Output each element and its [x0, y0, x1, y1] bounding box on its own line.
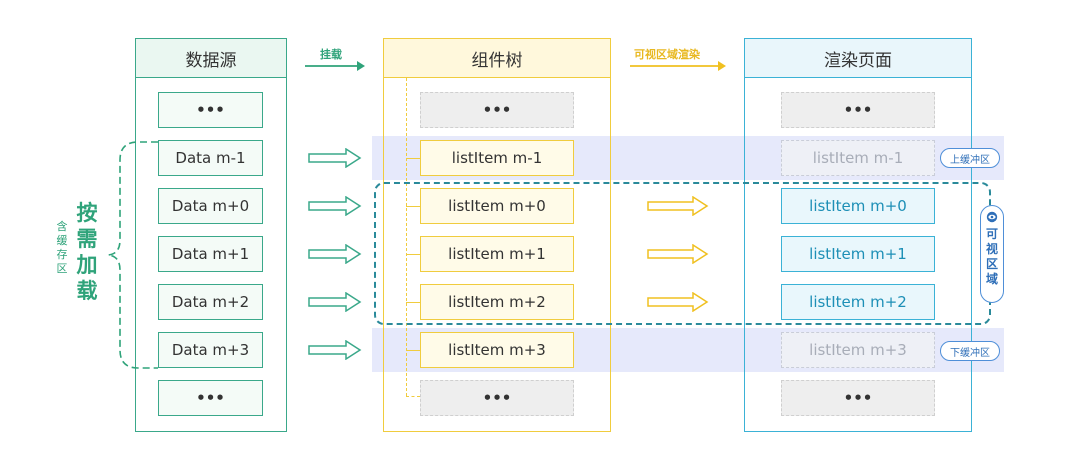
data-ellipsis-top: ••• — [158, 92, 263, 128]
render-list-item: listItem m+0 — [781, 188, 935, 224]
render-ellipsis-bottom: ••• — [781, 380, 935, 416]
render-page-column: 渲染页面 — [744, 38, 972, 432]
mount-hollow-arrow — [308, 196, 362, 216]
tree-list-item: listItem m+1 — [420, 236, 574, 272]
visible-region-outline — [374, 182, 991, 325]
eye-icon — [986, 211, 998, 223]
render-hollow-arrow — [647, 292, 709, 312]
render-hollow-arrow — [647, 196, 709, 216]
tree-list-item: listItem m+2 — [420, 284, 574, 320]
render-hollow-arrow — [647, 244, 709, 264]
data-item: Data m+3 — [158, 332, 263, 368]
visible-render-arrow — [630, 61, 726, 71]
render-list-item-buffered: listItem m+3 — [781, 332, 935, 368]
tree-branch — [406, 350, 420, 351]
tree-branch — [406, 158, 420, 159]
tree-ellipsis-bottom: ••• — [420, 380, 574, 416]
render-ellipsis-top: ••• — [781, 92, 935, 128]
mount-hollow-arrow — [308, 148, 362, 168]
on-demand-brace — [107, 141, 158, 369]
tree-trunk-line — [406, 78, 407, 396]
mount-hollow-arrow — [308, 292, 362, 312]
visible-area-tag: 可视区域 — [980, 205, 1004, 303]
tree-list-item: listItem m+3 — [420, 332, 574, 368]
mount-label: 挂载 — [320, 48, 342, 61]
data-item: Data m+1 — [158, 236, 263, 272]
tree-list-item: listItem m+0 — [420, 188, 574, 224]
data-item: Data m+2 — [158, 284, 263, 320]
component-tree-title: 组件树 — [384, 39, 610, 78]
data-ellipsis-bottom: ••• — [158, 380, 263, 416]
render-list-item: listItem m+1 — [781, 236, 935, 272]
data-source-title: 数据源 — [136, 39, 286, 78]
tree-ellipsis-top: ••• — [420, 92, 574, 128]
mount-arrow — [305, 61, 365, 71]
render-page-title: 渲染页面 — [745, 39, 971, 78]
tree-branch — [406, 206, 420, 207]
data-item: Data m-1 — [158, 140, 263, 176]
mount-hollow-arrow — [308, 340, 362, 360]
render-list-item: listItem m+2 — [781, 284, 935, 320]
data-item: Data m+0 — [158, 188, 263, 224]
upper-buffer-tag: 上缓冲区 — [940, 148, 1000, 168]
on-demand-loading-label: 按需加载 — [76, 201, 98, 303]
tree-branch — [406, 254, 420, 255]
with-cache-label: 含缓存区 — [56, 220, 68, 275]
tree-list-item: listItem m-1 — [420, 140, 574, 176]
tree-branch — [406, 302, 420, 303]
mount-hollow-arrow — [308, 244, 362, 264]
lower-buffer-tag: 下缓冲区 — [940, 341, 1000, 361]
component-tree-column: 组件树 — [383, 38, 611, 432]
tree-branch — [406, 396, 420, 397]
visible-render-label: 可视区域渲染 — [634, 48, 700, 61]
render-list-item-buffered: listItem m-1 — [781, 140, 935, 176]
visible-area-label: 可视区域 — [986, 227, 999, 286]
